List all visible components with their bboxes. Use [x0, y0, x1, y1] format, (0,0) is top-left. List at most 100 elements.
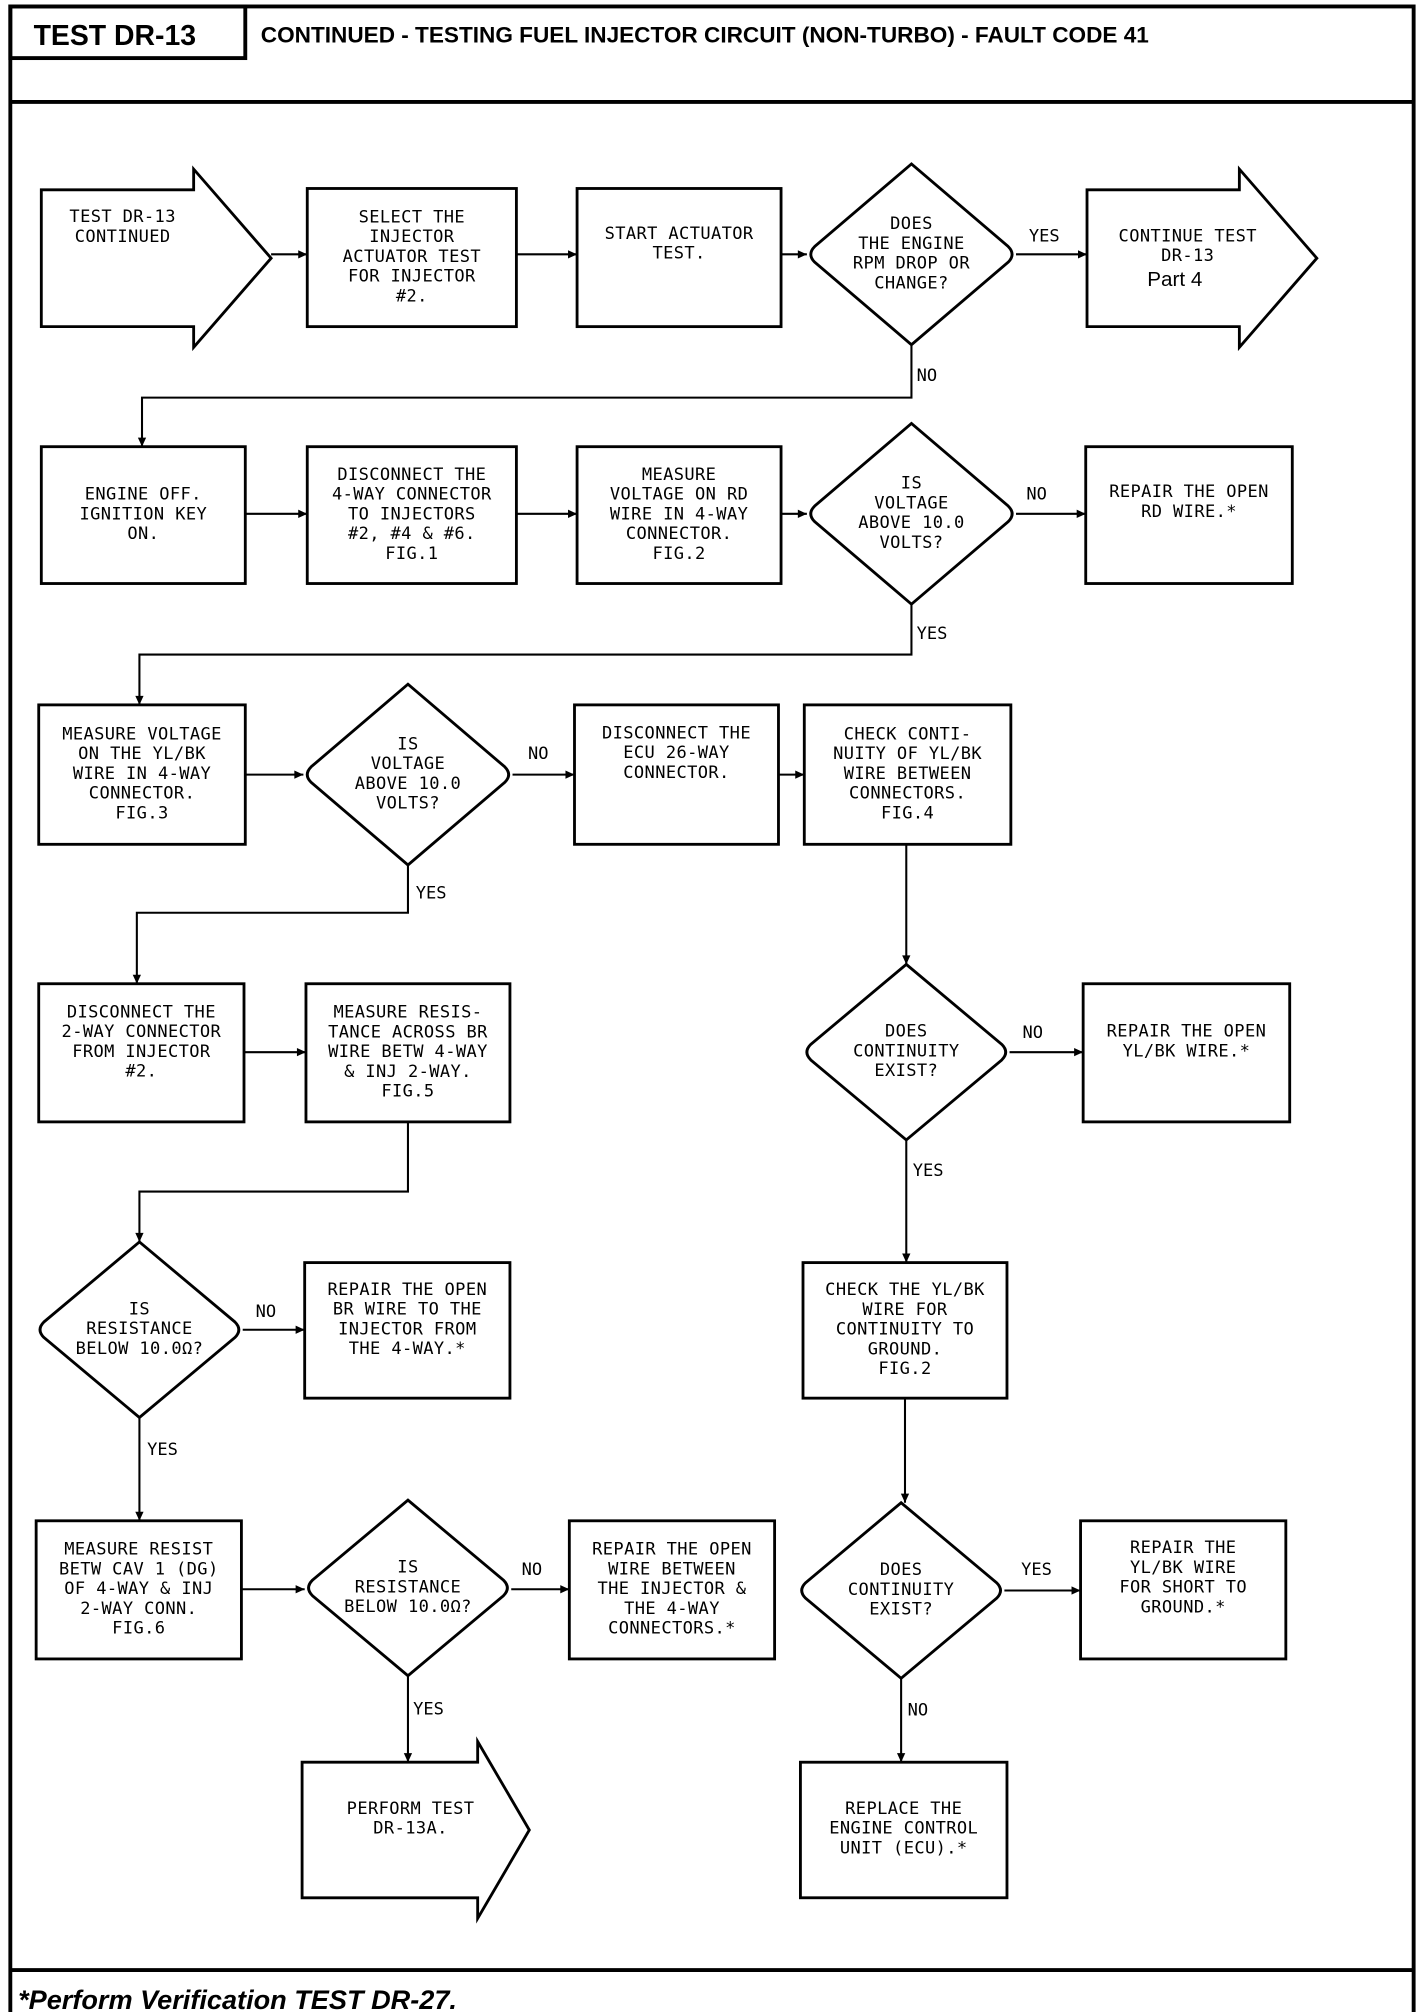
node-text-line: GROUND.*	[1141, 1597, 1226, 1617]
node-text-line: FIG.2	[652, 544, 705, 564]
node-text-line: WIRE BETWEEN	[608, 1559, 736, 1579]
node-text-line: FOR INJECTOR	[348, 267, 476, 287]
node-text-line: FIG.1	[385, 544, 438, 564]
node-text-line: THE 4-WAY.*	[349, 1339, 466, 1359]
process-box	[37, 982, 246, 1124]
node-text-line: CONTINUITY TO	[836, 1320, 974, 1340]
process-box	[305, 445, 518, 585]
node-text-line: REPAIR THE OPEN	[1107, 1022, 1267, 1042]
node-text-line: CONNECTOR.	[623, 763, 729, 783]
edge-label-cav1-no: NO	[522, 1560, 543, 1580]
arrowhead-icon	[296, 1048, 306, 1057]
node-text-line: DISCONNECT THE	[337, 465, 486, 485]
edge-label-rd-no: NO	[1026, 485, 1047, 505]
node-text-line: FIG.5	[381, 1082, 434, 1102]
arrowhead-icon	[896, 1753, 906, 1763]
decision-diamond	[307, 1498, 509, 1678]
node-text-line: ABOVE 10.0	[858, 513, 964, 533]
node-text-line: IS	[901, 474, 922, 494]
arrowhead-icon	[135, 1511, 144, 1521]
arrowhead-icon	[1076, 509, 1086, 518]
arrowhead-icon	[900, 1493, 910, 1503]
arrowhead-icon	[902, 955, 911, 965]
node-text-line: WIRE FOR	[862, 1300, 947, 1320]
edge-label-ylbk-yes: YES	[416, 884, 447, 904]
connector-arrow-shape	[1085, 165, 1319, 352]
node-text-line: #2, #4 & #6.	[348, 524, 476, 544]
node-text-line: RD WIRE.*	[1141, 502, 1237, 522]
test-code-box	[8, 4, 248, 61]
node-text-line: FIG.6	[112, 1619, 165, 1639]
node-text-line: CONNECTORS.*	[608, 1619, 736, 1639]
node-text-line: ACTUATOR TEST	[343, 247, 481, 267]
decision-diamond	[805, 962, 1008, 1142]
node-text-line: RESISTANCE	[355, 1577, 461, 1597]
edge-label-cav1-yes: YES	[413, 1699, 444, 1719]
node-text-line: CHECK CONTI-	[844, 724, 972, 744]
edge-label-cont1-yes: YES	[913, 1161, 944, 1181]
node-text-line: DR-13	[1161, 246, 1214, 266]
node-text-line: VOLTAGE	[371, 754, 446, 774]
node-text-line: CONTINUITY	[848, 1580, 954, 1600]
node-text-line: BR WIRE TO THE	[333, 1300, 482, 1320]
node-text-line: CONNECTOR.	[626, 524, 732, 544]
node-text-line: DOES	[885, 1022, 928, 1042]
node-text-line: 2-WAY CONNECTOR	[62, 1022, 222, 1042]
connector-line	[138, 1121, 409, 1242]
process-box	[575, 187, 783, 329]
node-text-line: WIRE BETWEEN	[844, 764, 972, 784]
connector-arrow-shape	[39, 165, 273, 352]
edge-label-br-yes: YES	[147, 1440, 178, 1460]
edge-label-rpm-yes: YES	[1029, 226, 1060, 246]
connector-arrow-shape	[300, 1736, 531, 1924]
node-text-line: CHECK THE YL/BK	[825, 1280, 985, 1300]
arrowhead-icon	[294, 770, 304, 779]
process-box	[305, 187, 518, 329]
edge-label-br-no: NO	[256, 1302, 277, 1322]
node-text-line: INJECTOR	[369, 227, 454, 247]
node-text-line: NUITY OF YL/BK	[833, 744, 982, 764]
node-text-line: REPAIR THE	[1130, 1538, 1236, 1558]
node-text-line: VOLTAGE	[874, 493, 949, 513]
arrowhead-icon	[135, 1232, 144, 1242]
node-text-line: VOLTS?	[880, 533, 944, 553]
node-text-line: CONNECTOR.	[89, 784, 195, 804]
node-text-line: UNIT (ECU).*	[840, 1838, 968, 1858]
decision-diamond	[809, 421, 1014, 607]
edge-label-rpm-no: NO	[917, 366, 938, 386]
arrowhead-icon	[135, 695, 144, 705]
arrowhead-icon	[132, 974, 141, 984]
node-text-line: DISCONNECT THE	[67, 1002, 216, 1022]
process-box	[802, 703, 1013, 846]
arrowhead-icon	[137, 437, 147, 447]
process-box	[801, 1261, 1009, 1400]
node-text-line: YL/BK WIRE.*	[1123, 1041, 1251, 1061]
node-text-line: MEASURE	[642, 465, 717, 485]
node-text-line: WIRE IN 4-WAY	[73, 764, 211, 784]
node-text-line: FIG.4	[881, 803, 934, 823]
process-box	[1081, 982, 1292, 1124]
node-text-line: 4-WAY CONNECTOR	[332, 485, 492, 505]
node-text-line: ON.	[127, 524, 159, 544]
node-text-line: IS	[129, 1299, 150, 1319]
arrowhead-icon	[797, 509, 807, 518]
process-box	[575, 445, 783, 585]
arrowhead-icon	[902, 1253, 911, 1263]
decision-diamond	[305, 682, 511, 867]
node-text-line: GROUND.	[868, 1339, 943, 1359]
process-box	[37, 703, 247, 846]
node-text-line: SELECT THE	[359, 207, 465, 227]
node-text-line: EXIST?	[874, 1061, 938, 1081]
node-text-line: WIRE BETW 4-WAY	[328, 1042, 488, 1062]
edge-label-cont2-yes: YES	[1021, 1560, 1052, 1580]
node-text-line: INJECTOR FROM	[338, 1319, 476, 1339]
